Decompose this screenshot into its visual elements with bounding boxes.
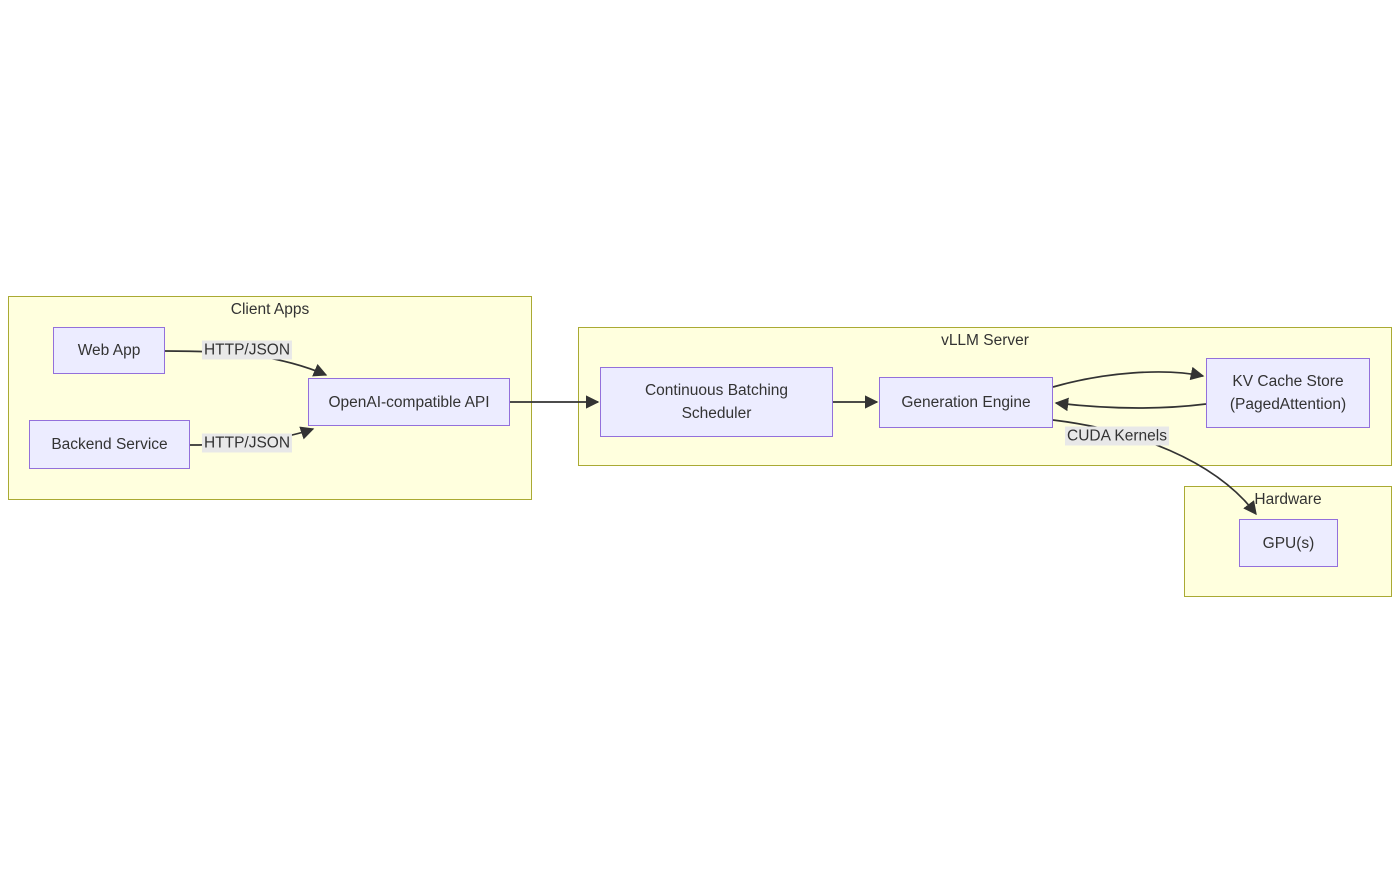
node-backend-service: Backend Service	[29, 420, 190, 469]
edge-label-cuda-kernels: CUDA Kernels	[1065, 426, 1169, 446]
node-scheduler-label-line2: Scheduler	[681, 405, 752, 422]
node-gpus: GPU(s)	[1239, 519, 1338, 567]
node-kv-cache-label-line1: KV Cache Store	[1232, 373, 1344, 390]
node-kv-cache-label-line2: (PagedAttention)	[1229, 396, 1347, 413]
edge-label-http-json-backend: HTTP/JSON	[201, 433, 293, 453]
cluster-client-apps-label: Client Apps	[230, 301, 310, 318]
node-kv-cache-store: KV Cache Store (PagedAttention)	[1206, 358, 1370, 428]
edge-generation-engine-to-gpus	[1052, 419, 1257, 516]
node-web-app-label: Web App	[77, 342, 141, 359]
node-backend-service-label: Backend Service	[51, 436, 168, 453]
node-scheduler-label-line1: Continuous Batching	[644, 382, 789, 399]
node-openai-api: OpenAI-compatible API	[308, 378, 510, 426]
node-openai-api-label: OpenAI-compatible API	[328, 393, 490, 411]
cluster-hardware-label: Hardware	[1254, 491, 1322, 508]
node-generation-engine-label: Generation Engine	[901, 394, 1031, 411]
node-generation-engine: Generation Engine	[879, 377, 1053, 428]
cluster-vllm-server-label: vLLM Server	[941, 332, 1029, 349]
node-web-app: Web App	[53, 327, 165, 374]
edge-kv-cache-to-generation-engine	[1054, 397, 1207, 412]
node-gpus-label: GPU(s)	[1262, 534, 1315, 552]
edge-generation-engine-to-kv-cache	[1052, 366, 1205, 388]
edge-label-http-json-web-app: HTTP/JSON	[201, 340, 293, 360]
node-continuous-batching-scheduler: Continuous Batching Scheduler	[600, 367, 833, 437]
